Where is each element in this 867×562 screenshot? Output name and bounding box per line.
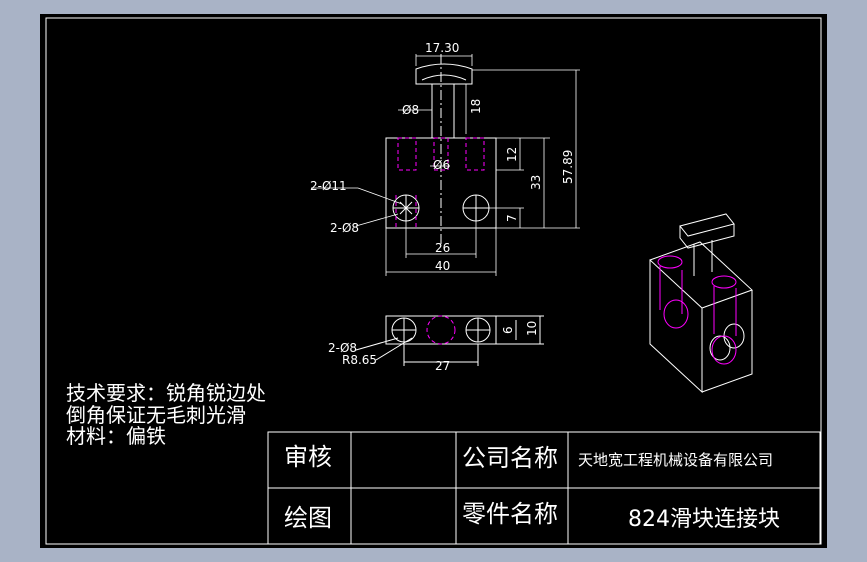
dim-block-width: 40 (435, 259, 450, 273)
note-line-3: 材料：偏铁 (66, 424, 166, 448)
iso-side-face (701, 290, 753, 393)
hidden-pocket-left (397, 137, 417, 171)
knob-top (415, 63, 473, 85)
dim-slot-width: 2-Ø8 (328, 341, 357, 355)
tb-company-name: 天地宽工程机械设备有限公司 (578, 451, 773, 469)
tb-draw-label: 绘图 (284, 504, 332, 532)
front-dimensions (311, 54, 580, 276)
title-block-text: 审核 绘图 公司名称 天地宽工程机械设备有限公司 零件名称 824滑块连接块 (284, 443, 780, 532)
tb-review-label: 审核 (284, 443, 332, 471)
tb-company-label: 公司名称 (462, 444, 558, 472)
leader-8 (355, 213, 399, 227)
dim-hole-dia-inner: 2-Ø8 (330, 221, 359, 235)
iso-hidden-front (663, 299, 689, 329)
leader-11-diag (357, 187, 403, 205)
dim-hole-spacing: 26 (435, 241, 450, 255)
hidden-pin-bore (433, 137, 449, 171)
iso-front-face (649, 260, 703, 394)
cad-drawing: 17.30 Ø8 18 Ø6 2-Ø11 2-Ø8 12 33 57.89 7 … (45, 17, 822, 545)
hidden-pocket-right (465, 137, 485, 171)
dim-small-dia: Ø6 (433, 158, 450, 172)
dim-height-33: 33 (529, 175, 543, 190)
tb-part-label: 零件名称 (462, 500, 558, 528)
front-hidden-lines (395, 137, 485, 228)
iso-hidden-side (711, 335, 737, 365)
note-line-2: 倒角保证无毛刺光滑 (66, 403, 246, 427)
dim-side-6: 6 (501, 326, 515, 334)
iso-knob-side (679, 224, 735, 249)
dim-pin-height: 18 (469, 99, 483, 114)
title-block (267, 431, 821, 545)
dim-pin-dia: Ø8 (402, 103, 419, 117)
dim-hole-dia: 2-Ø11 (310, 179, 347, 193)
iso-top-face (649, 241, 753, 309)
dim-side-10: 10 (525, 321, 539, 336)
front-dim-text: 17.30 Ø8 18 Ø6 2-Ø11 2-Ø8 12 33 57.89 7 … (310, 41, 575, 273)
front-view (385, 54, 497, 246)
iso-hidden-top-right (711, 275, 737, 289)
dim-radius: R8.65 (342, 353, 377, 367)
drawing-canvas[interactable]: 17.30 Ø8 18 Ø6 2-Ø11 2-Ø8 12 33 57.89 7 … (40, 14, 827, 548)
side-hidden-center (426, 315, 456, 345)
leader-side-8 (355, 337, 399, 351)
dim-slot-length: 27 (435, 359, 450, 373)
dim-bottom-7: 7 (505, 214, 519, 222)
side-hidden (426, 315, 456, 345)
tb-part-name: 824滑块连接块 (628, 507, 780, 532)
iso-hole-1 (709, 335, 731, 361)
tech-notes: 技术要求：锐角锐边处 倒角保证无毛刺光滑 材料：偏铁 (66, 381, 266, 448)
dim-depth-12: 12 (505, 147, 519, 162)
iso-hidden-top-left (657, 255, 683, 269)
isometric-view (649, 213, 753, 394)
dim-total-height: 57.89 (561, 150, 575, 184)
dim-top-width: 17.30 (425, 41, 459, 55)
iso-hidden (657, 255, 737, 365)
note-line-1: 技术要求：锐角锐边处 (66, 381, 266, 405)
leader-r865 (375, 337, 413, 361)
iso-knob (679, 213, 735, 237)
side-dim-text: 2-Ø8 R8.65 27 6 10 (328, 321, 539, 373)
hole-left-diag2 (399, 201, 413, 215)
knob-arc (421, 74, 467, 81)
